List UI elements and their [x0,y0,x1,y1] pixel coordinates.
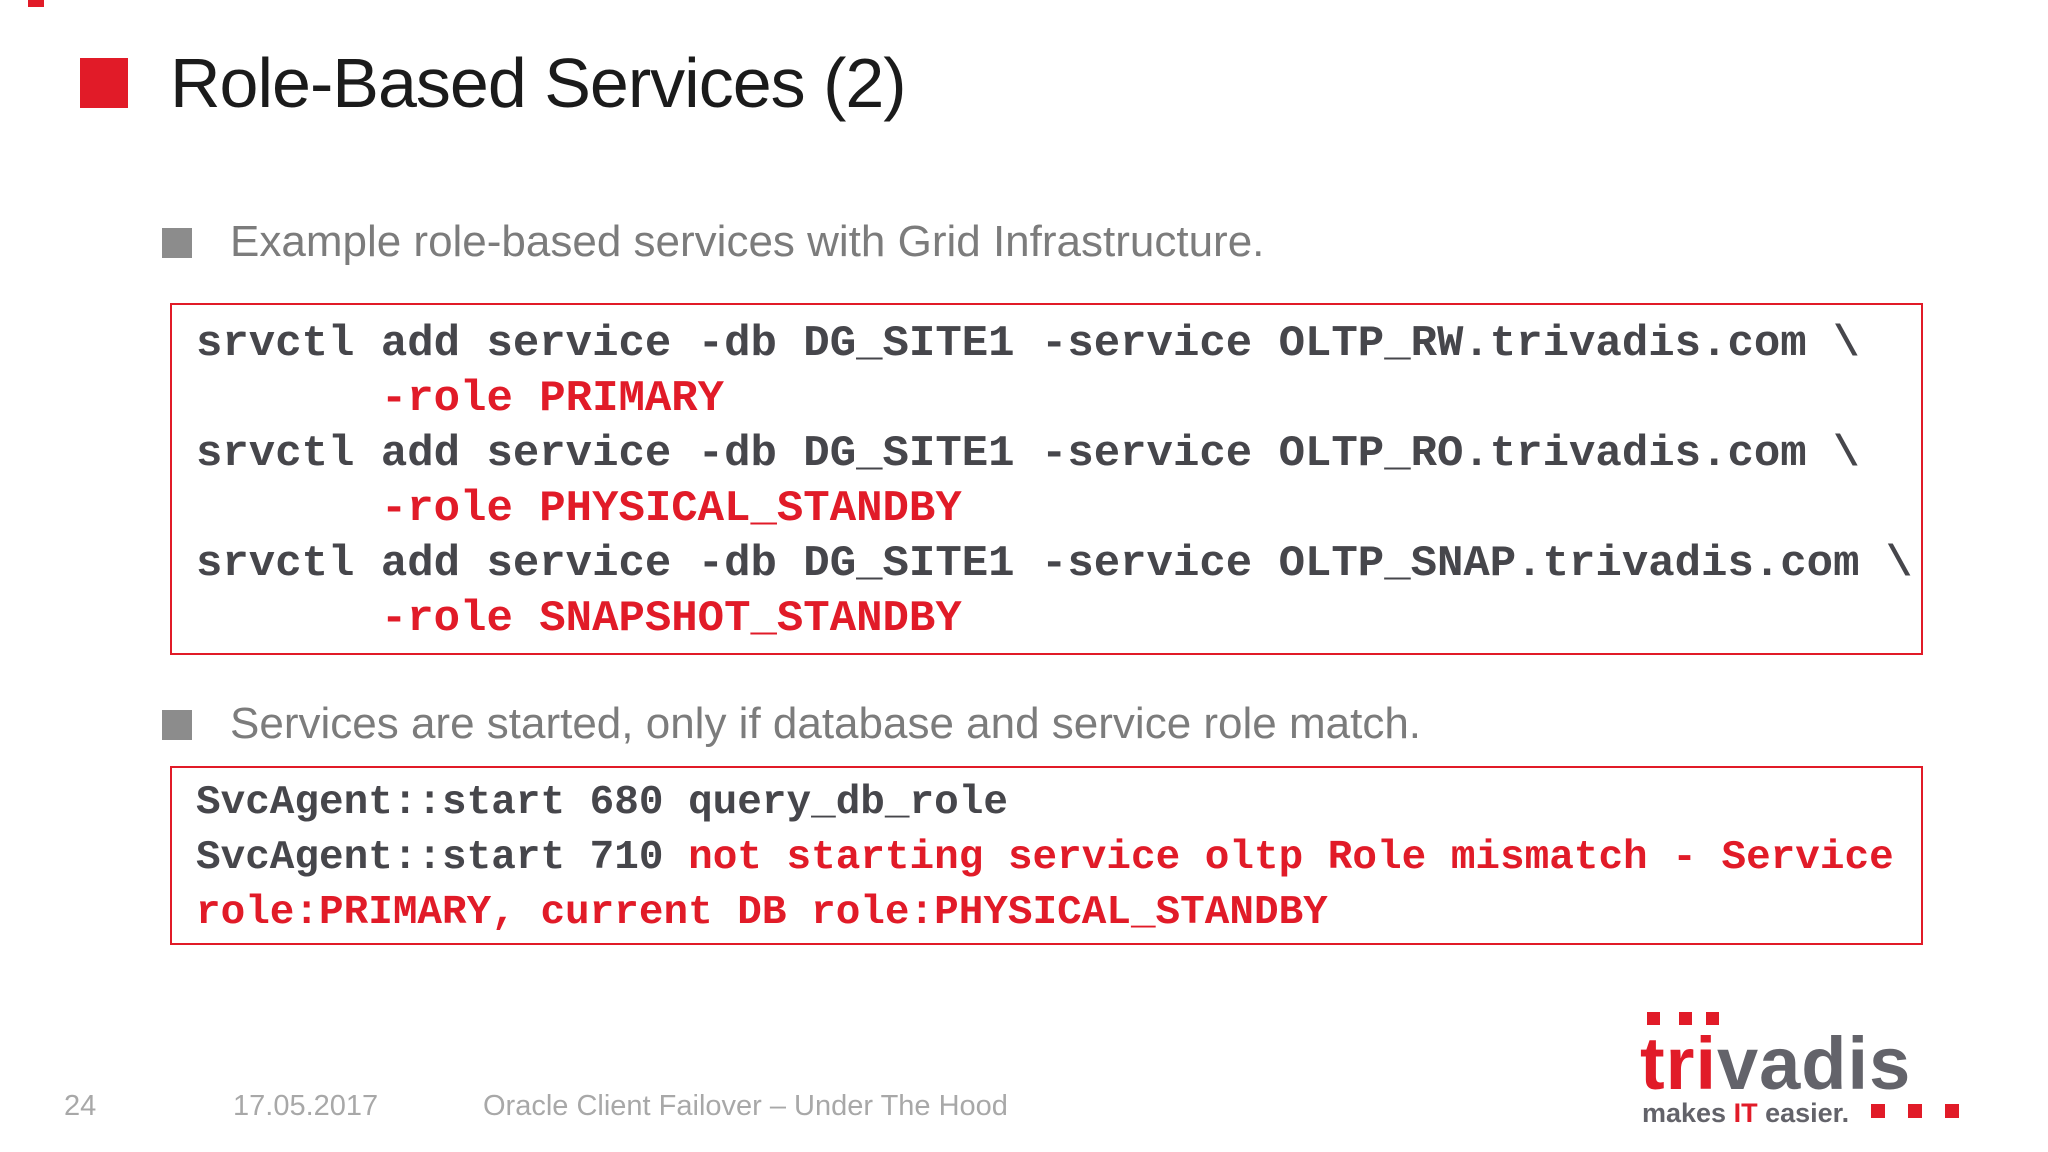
footer-deck-title: Oracle Client Failover – Under The Hood [483,1090,1008,1122]
bullet-row-example-services: Example role-based services with Grid In… [162,216,1264,268]
footer-date: 17.05.2017 [233,1090,379,1122]
logo-tagline: makes IT easier. [1642,1098,1849,1129]
code-text: srvctl add service -db DG_SITE1 -service… [196,319,1860,369]
code-line: SvcAgent::start 710 not starting service… [196,831,1921,886]
bullet-text: Services are started, only if database a… [230,699,1422,748]
trivadis-logo: trivadis makes IT easier. [1640,1010,2020,1145]
code-text: SvcAgent::start 680 query_db_role [196,780,1008,826]
code-text-highlight: -role PRIMARY [196,374,725,424]
code-line: srvctl add service -db DG_SITE1 -service… [196,427,1921,482]
code-text-highlight: -role SNAPSHOT_STANDBY [196,594,962,644]
code-line: -role SNAPSHOT_STANDBY [196,592,1921,647]
code-text-highlight: role:PRIMARY, current DB role:PHYSICAL_S… [196,890,1328,936]
logo-square-tittle-icon [1647,1012,1660,1025]
page-title: Role-Based Services (2) [170,44,907,122]
tagline-easier: easier. [1757,1098,1850,1128]
code-line: -role PRIMARY [196,372,1921,427]
code-line: -role PHYSICAL_STANDBY [196,482,1921,537]
logo-square-tittle-icon [1679,1012,1692,1025]
code-line: role:PRIMARY, current DB role:PHYSICAL_S… [196,886,1921,941]
code-line: srvctl add service -db DG_SITE1 -service… [196,537,1921,592]
code-text: srvctl add service -db DG_SITE1 -service… [196,429,1860,479]
logo-red-dot-icon [1871,1104,1885,1118]
top-edge-mark [28,0,44,7]
tagline-makes: makes [1642,1098,1734,1128]
logo-text-tri: tri [1640,1022,1717,1105]
bullet-row-services-started: Services are started, only if database a… [162,698,1421,750]
code-text-highlight: -role PHYSICAL_STANDBY [196,484,962,534]
logo-red-dot-icon [1908,1104,1922,1118]
bullet-text: Example role-based services with Grid In… [230,217,1265,266]
logo-red-dot-icon [1945,1104,1959,1118]
code-line: SvcAgent::start 680 query_db_role [196,776,1921,831]
bullet-square-icon [162,228,192,258]
logo-text-vadis: vadis [1717,1022,1912,1105]
code-text-highlight: not starting service oltp Role mismatch … [688,835,1894,881]
logo-wordmark: trivadis [1640,1026,1911,1102]
code-box-svcagent-log: SvcAgent::start 680 query_db_role SvcAge… [170,766,1923,945]
code-text: SvcAgent::start 710 [196,835,689,881]
title-bullet-square-icon [80,58,128,108]
code-box-srvctl-commands: srvctl add service -db DG_SITE1 -service… [170,303,1923,655]
tagline-it: IT [1733,1098,1758,1128]
code-text: srvctl add service -db DG_SITE1 -service… [196,539,1913,589]
logo-square-tittle-icon [1706,1012,1719,1025]
code-line: srvctl add service -db DG_SITE1 -service… [196,317,1921,372]
footer-page-number: 24 [64,1090,97,1122]
bullet-square-icon [162,710,192,740]
